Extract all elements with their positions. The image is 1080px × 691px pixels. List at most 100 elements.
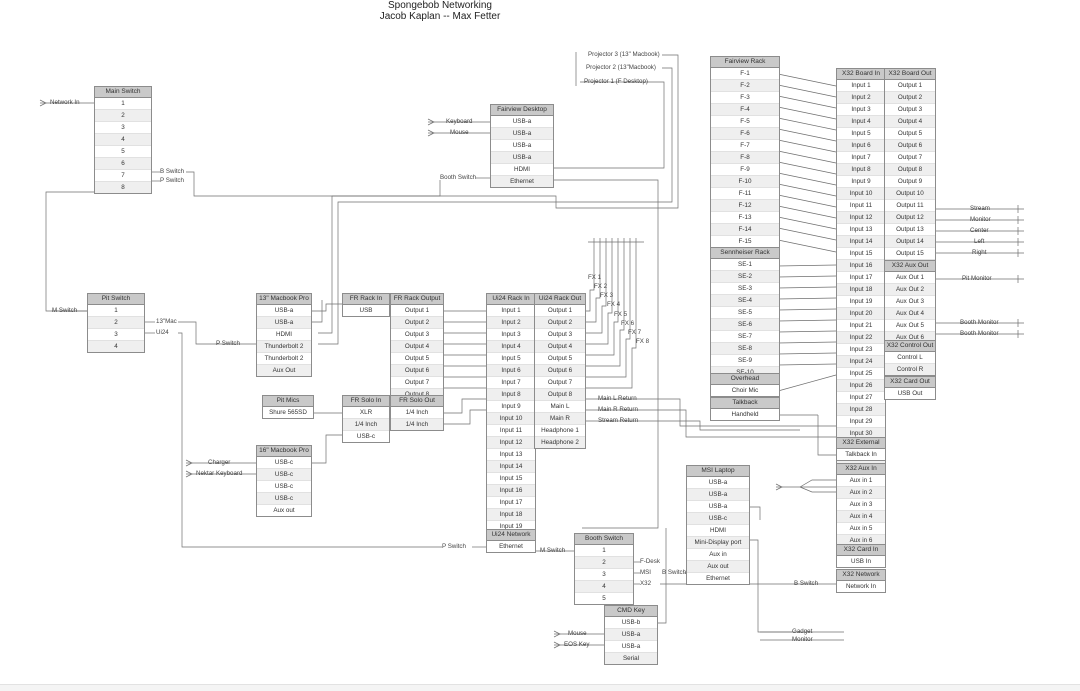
port-row: Aux Out 6 [885,332,935,343]
label-b-switch-2: B Switch [662,569,687,576]
label-main-l-return: Main L Return [598,395,637,402]
port-row: 2 [575,557,633,569]
label-fx8: FX 8 [636,338,650,345]
label-main-r-return: Main R Return [598,406,638,413]
port-row: Aux in 6 [837,535,885,546]
port-row: Output 10 [885,188,935,200]
label-fx5: FX 5 [614,311,628,318]
port-row: F-10 [711,176,779,188]
port-row: Input 25 [837,368,885,380]
port-row: Input 9 [487,401,535,413]
port-row: 8 [95,182,151,193]
port-row: USB-c [257,493,311,505]
diagram-title: Spongebob Networking [388,0,492,11]
port-row: F-11 [711,188,779,200]
port-row: SE-4 [711,295,779,307]
page-bottom-bar [0,684,1080,691]
port-row: Input 5 [487,353,535,365]
port-row: Output 6 [885,140,935,152]
port-row: SE-5 [711,307,779,319]
port-row: Input 10 [837,188,885,200]
port-row: 5 [95,146,151,158]
port-row: SE-10 [711,367,779,378]
port-row: Output 1 [391,305,443,317]
port-row: Output 3 [391,329,443,341]
label-projector-2: Projector 2 (13"Macbook) [586,64,656,71]
label-f-desk: F-Desk [640,558,660,565]
port-row: Ethernet [499,543,523,550]
port-row: Thunderbolt 2 [257,353,311,365]
port-row: Aux Out 5 [885,320,935,332]
port-row: Aux in 1 [837,475,885,487]
port-row: Talkback In [845,451,877,458]
port-row: Input 15 [487,473,535,485]
port-row: 6 [95,158,151,170]
port-row: Control L [885,352,935,364]
port-row: 1/4 Inch [391,407,443,419]
port-row: 1/4 Inch [391,419,443,430]
port-row: USB In [851,558,871,565]
label-network-in: Network In [50,99,80,106]
port-row: 1 [95,98,151,110]
label-monitor-2: Monitor [970,216,991,223]
port-row: USB-a [687,477,749,489]
label-fx7: FX 7 [628,329,642,336]
port-row: Input 17 [487,497,535,509]
port-row: Input 11 [837,200,885,212]
port-row: Input 4 [487,341,535,353]
device-header: Talkback [711,398,779,409]
port-row: Input 1 [837,80,885,92]
port-row: Input 16 [837,260,885,272]
port-row: F-4 [711,104,779,116]
label-msi: MSI [640,569,652,576]
port-row: Aux Out 2 [885,284,935,296]
port-row: Output 6 [535,365,585,377]
port-row: Headphone 1 [535,425,585,437]
device-header: MSI Laptop [687,466,749,477]
port-row: 3 [88,329,144,341]
device-header: X32 Control Out [885,341,935,352]
port-row: Output 1 [885,80,935,92]
device-header: X32 Network [837,570,885,581]
device-header: 16" Macbook Pro [257,446,311,457]
label-p-switch: P Switch [160,177,184,184]
port-row: XLR [343,407,389,419]
label-m-switch: M Switch [52,307,78,314]
port-row: Input 5 [837,128,885,140]
port-row: USB-c [257,469,311,481]
port-row: Main R [535,413,585,425]
label-projector-1: Projector 1 (F Desktop) [584,78,648,85]
port-row: Input 6 [837,140,885,152]
label-booth-monitor-1: Booth Monitor [960,319,999,326]
label-x32: X32 [640,580,652,587]
device-header: FR Rack Output [391,294,443,305]
port-row: USB-a [605,629,657,641]
label-charger: Charger [208,459,231,466]
port-row: Output 14 [885,236,935,248]
port-row: Output 7 [391,377,443,389]
port-row: Input 1 [487,305,535,317]
port-row: Input 8 [487,389,535,401]
port-row: F-8 [711,152,779,164]
device-header: Pit Mics [263,396,313,407]
port-row: Output 3 [885,104,935,116]
port-row: Output 7 [885,152,935,164]
port-row: Shure 565SD [269,409,307,416]
label-mouse: Mouse [450,129,469,136]
port-row: USB-a [257,305,311,317]
port-row: Input 12 [487,437,535,449]
